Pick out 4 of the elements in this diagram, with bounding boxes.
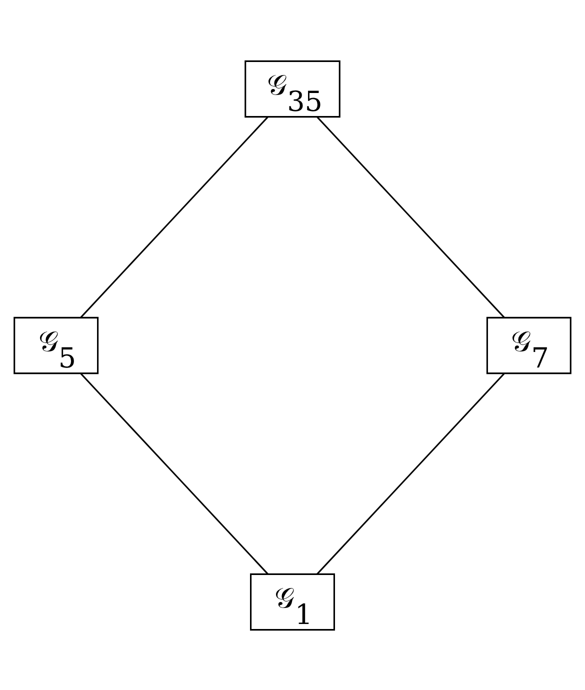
connector — [80, 116, 268, 318]
connector — [316, 372, 505, 574]
connector — [80, 372, 269, 574]
connector — [316, 116, 505, 318]
